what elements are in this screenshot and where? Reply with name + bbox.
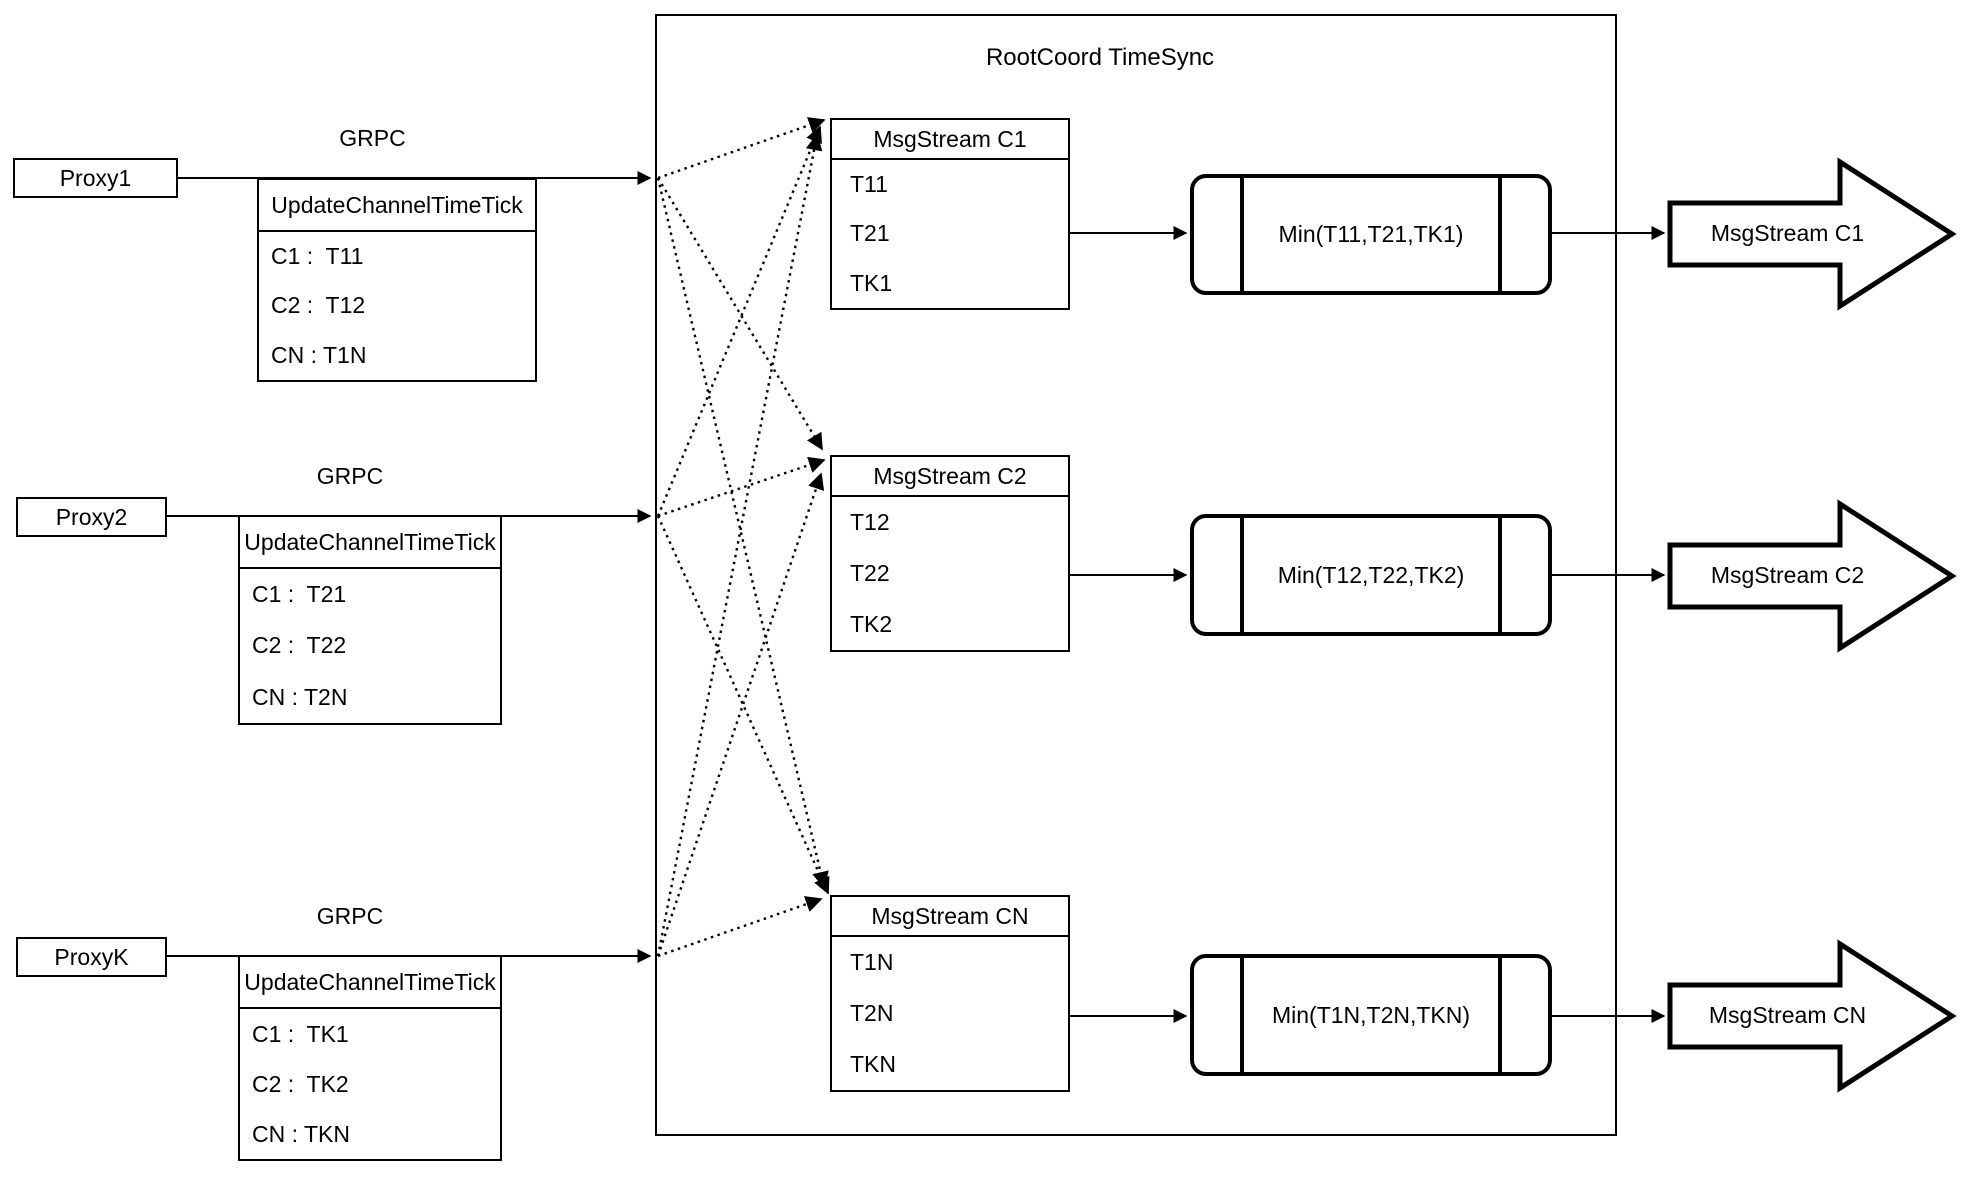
table-row: T12 [850, 509, 890, 535]
table-row: C1 : T21 [252, 581, 347, 608]
msgstream-buffer-cn: MsgStream CN T1N T2N TKN [830, 895, 1070, 1092]
table-row: T21 [850, 220, 890, 247]
timetick-fanout-dotted [656, 117, 830, 958]
min-node-left-bar [1240, 518, 1244, 632]
proxyk-timetick-table: UpdateChannelTimeTick C1 : TK1 C2 : TK2 … [238, 955, 502, 1161]
table-row: T22 [850, 560, 890, 586]
proxy2-box: Proxy2 [16, 497, 167, 537]
table-row: T11 [850, 171, 888, 198]
proxy2-label: Proxy2 [55, 503, 128, 530]
output-arrow-shapes [1667, 157, 1957, 1093]
msgstream-buffer-c2-header: MsgStream C2 [832, 457, 1068, 497]
min-node-c2: Min(T12,T22,TK2) [1190, 514, 1552, 636]
output-arrow-shape-cn [1667, 939, 1957, 1093]
msgstream-buffer-c2: MsgStream C2 T12 T22 TK2 [830, 455, 1070, 652]
min-node-c1: Min(T11,T21,TK1) [1190, 174, 1552, 295]
table-row: CN : T2N [252, 683, 348, 710]
min-node-left-bar [1240, 958, 1244, 1072]
min-node-right-bar [1498, 518, 1502, 632]
output-arrow-shape-c2 [1667, 499, 1957, 653]
table-row: TK1 [850, 269, 893, 296]
dotted-p1-c2 [656, 177, 824, 451]
table-row: C1 : TK1 [252, 1020, 349, 1047]
proxyk-timetick-header: UpdateChannelTimeTick [240, 957, 500, 1009]
output-arrow-shape-c1 [1667, 157, 1957, 311]
table-row: TKN [850, 1051, 896, 1077]
output-arrow-cn-label: MsgStream CN [1708, 1002, 1867, 1028]
dotted-pk-c1 [656, 133, 823, 957]
table-row: CN : TKN [252, 1120, 350, 1147]
dotted-p1-cn [656, 177, 829, 889]
proxyk-box: ProxyK [16, 937, 167, 977]
table-row: C1 : T11 [271, 243, 364, 270]
table-row: T1N [850, 949, 894, 975]
proxy1-timetick-table: UpdateChannelTimeTick C1 : T11 C2 : T12 … [257, 178, 537, 382]
proxy1-box: Proxy1 [13, 158, 178, 198]
dotted-p2-c1 [656, 125, 822, 517]
grpc-label-2: GRPC [316, 463, 384, 489]
table-row: C2 : T12 [271, 292, 366, 319]
proxy2-timetick-header: UpdateChannelTimeTick [240, 517, 500, 569]
proxy1-label: Proxy1 [59, 164, 132, 191]
min-node-cn-label: Min(T1N,T2N,TKN) [1271, 1001, 1471, 1028]
table-row: CN : T1N [271, 341, 367, 368]
grpc-label-1: GRPC [339, 125, 406, 151]
dotted-p1-c1 [657, 117, 826, 180]
table-row: C2 : T22 [252, 632, 347, 659]
proxy2-timetick-table: UpdateChannelTimeTick C1 : T21 C2 : T22 … [238, 515, 502, 725]
min-node-right-bar [1498, 958, 1502, 1072]
proxyk-label: ProxyK [54, 943, 129, 970]
min-to-output-connectors [1552, 226, 1666, 1023]
output-arrow-c1-label: MsgStream C1 [1710, 220, 1865, 246]
min-node-left-bar [1240, 178, 1244, 291]
min-node-cn: Min(T1N,T2N,TKN) [1190, 954, 1552, 1076]
dotted-pk-c2 [656, 472, 825, 957]
dotted-p2-c2 [657, 456, 826, 518]
table-row: T2N [850, 1000, 894, 1026]
table-row: TK2 [850, 611, 893, 637]
min-node-c2-label: Min(T12,T22,TK2) [1277, 561, 1465, 588]
table-row: C2 : TK2 [252, 1070, 349, 1097]
msgstream-buffer-cn-header: MsgStream CN [832, 897, 1068, 937]
grpc-label-3: GRPC [316, 903, 384, 929]
dotted-pk-cn [657, 896, 823, 958]
output-arrow-c2-label: MsgStream C2 [1710, 562, 1865, 588]
buffer-to-min-connectors [1070, 226, 1188, 1023]
min-node-c1-label: Min(T11,T21,TK1) [1278, 221, 1464, 247]
rootcoord-title: RootCoord TimeSync [985, 44, 1215, 71]
msgstream-buffer-c1-header: MsgStream C1 [832, 120, 1068, 160]
msgstream-buffer-c1: MsgStream C1 T11 T21 TK1 [830, 118, 1070, 310]
min-node-right-bar [1498, 178, 1502, 291]
proxy1-timetick-header: UpdateChannelTimeTick [259, 180, 535, 232]
dotted-p2-cn [656, 515, 830, 895]
